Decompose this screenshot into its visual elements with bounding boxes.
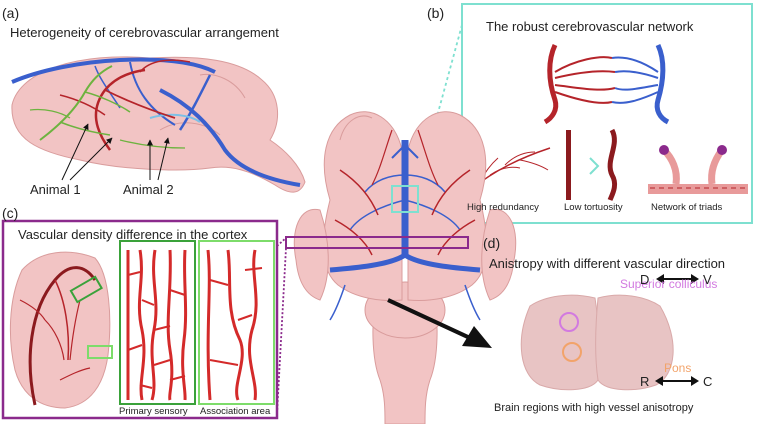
panel-c-association-inset xyxy=(198,240,275,405)
panel-d-letter: (d) xyxy=(483,235,501,251)
panel-d-dir-d: D xyxy=(640,272,650,287)
panel-a-brain-illustration xyxy=(11,56,306,193)
panel-c-caption-association: Association area xyxy=(200,406,271,417)
panel-b-triads-icon xyxy=(648,145,748,194)
panel-b-tortuosity-icon xyxy=(566,128,618,201)
panel-d-dir-r: R xyxy=(640,374,650,389)
panel-d-coronal-section xyxy=(520,274,699,391)
panel-a-label-animal1: Animal 1 xyxy=(30,182,81,197)
panel-a-letter: (a) xyxy=(2,5,20,21)
panel-c-caption-primary: Primary sensory xyxy=(119,406,188,417)
panel-d-dir-v: V xyxy=(703,272,712,287)
panel-c-primary-sensory-inset xyxy=(119,240,196,405)
panel-d-dir-c: C xyxy=(703,374,713,389)
panel-c-letter: (c) xyxy=(2,205,19,221)
center-brain-illustration xyxy=(285,111,517,424)
panel-b-caption-triads: Network of triads xyxy=(651,202,723,213)
panel-b-title: The robust cerebrovascular network xyxy=(486,19,694,34)
panel-b-letter: (b) xyxy=(427,5,445,21)
panel-a-title: Heterogeneity of cerebrovascular arrange… xyxy=(10,25,279,40)
panel-c-title: Vascular density difference in the corte… xyxy=(18,227,248,242)
panel-d-caption: Brain regions with high vessel anisotrop… xyxy=(494,402,694,414)
panel-c-box xyxy=(1,219,287,420)
panel-a-label-animal2: Animal 2 xyxy=(123,182,174,197)
panel-c-section-illustration xyxy=(9,251,113,409)
panel-d-label-pons: Pons xyxy=(664,361,692,375)
panel-b-redundant-network xyxy=(543,43,670,125)
panel-b-caption-redundancy: High redundancy xyxy=(467,202,539,213)
panel-b-caption-tortuosity: Low tortuosity xyxy=(564,202,623,213)
panel-d-label-superior: Superior colliculus xyxy=(620,277,718,291)
panel-d-title: Anistropy with different vascular direct… xyxy=(489,256,726,271)
